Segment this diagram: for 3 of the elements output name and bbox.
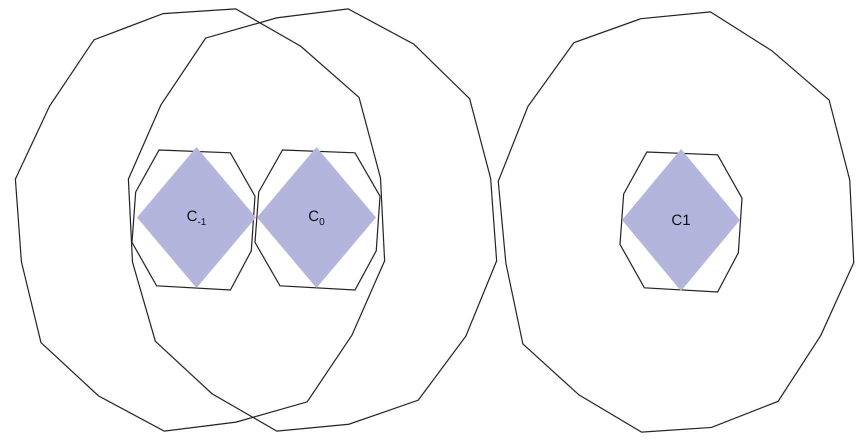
node-label: C$_{-1}$	[186, 208, 206, 228]
node-label: C$_{0}$	[308, 208, 325, 228]
node-label: C1	[671, 212, 691, 228]
